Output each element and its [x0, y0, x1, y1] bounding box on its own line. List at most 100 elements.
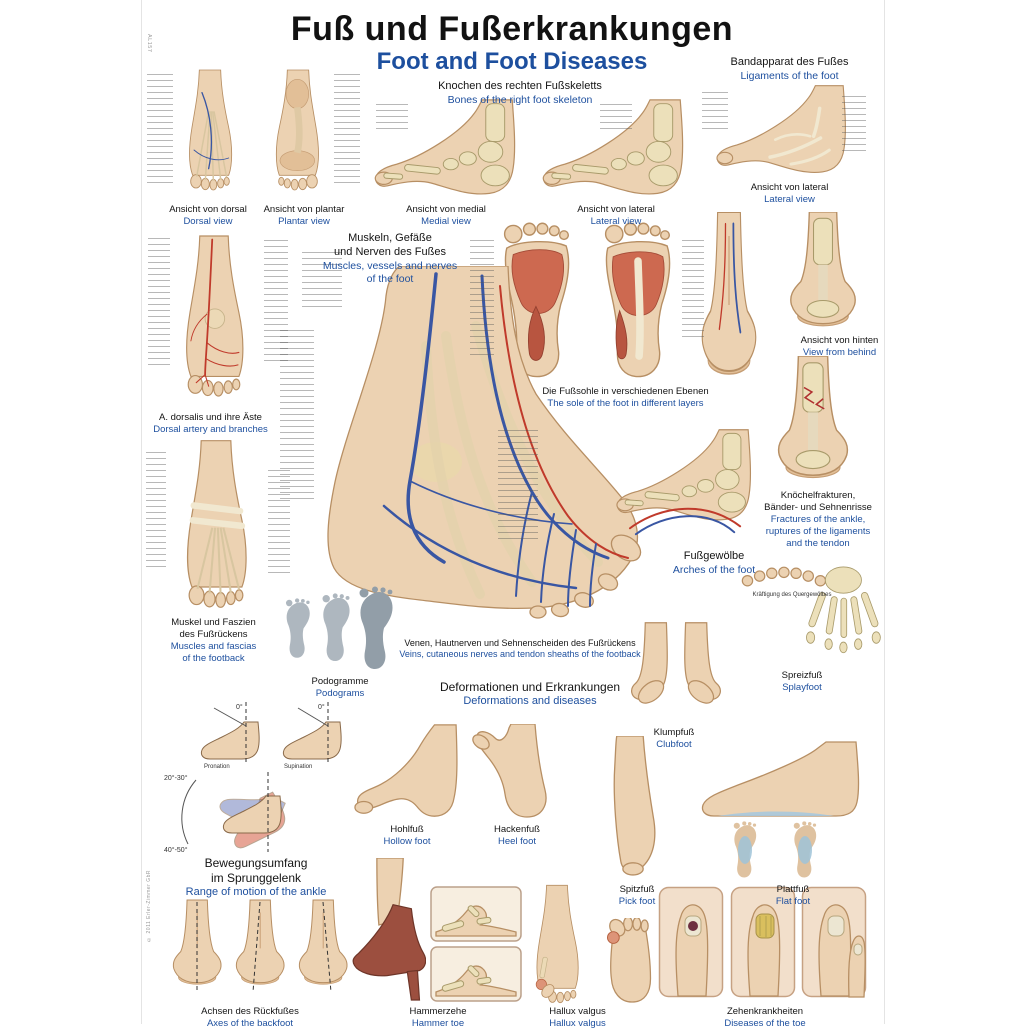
caption-hammer-de: Hammerzehe	[409, 1006, 467, 1017]
poster-left-edge	[141, 0, 142, 1024]
caption-splayfoot-en: Splayfoot	[782, 681, 822, 693]
caption-clubfoot-de: Klumpfuß	[653, 727, 695, 738]
caption-podograms: Podogramme Podograms	[290, 676, 390, 700]
caption-hollow-en: Hollow foot	[383, 835, 431, 847]
caption-fractures-de-2: Bänder- und Sehnenrisse	[764, 501, 872, 513]
header-bones-de: Knochen des rechten Fußskeletts	[438, 80, 602, 92]
fine-print-labels	[280, 330, 314, 500]
figure-foot-arches	[614, 424, 762, 544]
figure-hallux-valgus-detail	[600, 918, 658, 1004]
caption-flat-en: Flat foot	[775, 895, 811, 907]
figure-flat-foot-soles	[712, 820, 862, 880]
poster-title-english: Foot and Foot Diseases	[376, 48, 648, 75]
caption-lateral-view: Ansicht von lateral Lateral view	[566, 204, 666, 228]
caption-fractures-en-3: and the tendon	[786, 537, 850, 549]
caption-fractures-de-1: Knöchelfrakturen,	[780, 490, 856, 501]
caption-lateral-view-de: Ansicht von lateral	[577, 204, 655, 215]
header-veins-en: Veins, cutaneous nerves and tendon sheat…	[399, 649, 641, 660]
caption-rom-de-2: im Sprunggelenk	[210, 871, 302, 885]
figure-large-foot-muscles-vessels-nerves	[288, 266, 648, 646]
caption-dorsal-view-en: Dorsal view	[183, 215, 233, 227]
svg-text:Supination: Supination	[284, 764, 312, 770]
caption-view-behind: Ansicht von hinten View from behind	[782, 335, 897, 359]
caption-hollow-foot: Hohlfuß Hollow foot	[362, 824, 452, 848]
caption-ankle-fractures: Knöchelfrakturen, Bänder- und Sehnenriss…	[748, 490, 888, 549]
header-ligaments: Bandapparat des Fußes Ligaments of the f…	[707, 56, 872, 83]
caption-dorsal-view: Ansicht von dorsal Dorsal view	[160, 204, 256, 228]
caption-fractures-en-1: Fractures of the ankle,	[770, 513, 866, 525]
figure-foot-dorsal-view	[174, 58, 246, 202]
caption-rom-en: Range of motion of the ankle	[185, 886, 327, 898]
figure-splayfoot-bones	[804, 552, 882, 664]
figure-ankle-view-behind	[780, 212, 866, 330]
fine-print-labels	[376, 104, 408, 134]
figure-pick-foot	[588, 736, 674, 878]
header-bones: Knochen des rechten Fußskeletts Bones of…	[405, 80, 635, 107]
caption-footback-en-1: Muscles and fascias	[170, 640, 257, 652]
figure-foot-plantar-view	[262, 58, 334, 202]
caption-plantar-view: Ansicht von plantar Plantar view	[254, 204, 354, 228]
svg-text:Pronation: Pronation	[204, 764, 230, 770]
caption-pick-de: Spitzfuß	[619, 884, 655, 895]
caption-ligaments-lateral-en: Lateral view	[764, 193, 815, 205]
caption-ligaments-lateral-view: Ansicht von lateral Lateral view	[732, 182, 847, 206]
caption-arches: Fußgewölbe Arches of the foot	[650, 550, 778, 577]
figure-rom-flexion-extension: 20°-30° 40°-50°	[162, 768, 354, 856]
caption-clubfoot: Klumpfuß Clubfoot	[628, 727, 720, 751]
caption-pick-en: Pick foot	[618, 895, 656, 907]
caption-heel-foot: Hackenfuß Heel foot	[472, 824, 562, 848]
header-muscles-en-1: Muscles, vessels and nerves	[322, 259, 458, 272]
caption-axes-de: Achsen des Rückfußes	[201, 1006, 299, 1017]
caption-plantar-view-en: Plantar view	[278, 215, 330, 227]
caption-axes-en: Axes of the backfoot	[206, 1017, 294, 1029]
figure-hammer-toe-inset-2	[430, 946, 522, 1002]
caption-clubfoot-en: Clubfoot	[656, 738, 692, 750]
fine-print-labels	[147, 74, 173, 184]
caption-view-behind-de: Ansicht von hinten	[800, 335, 879, 346]
caption-podograms-en: Podograms	[315, 687, 365, 699]
fine-print-labels	[334, 74, 360, 184]
header-muscles-en-2: of the foot	[366, 272, 414, 285]
caption-hammer-toe: Hammerzehe Hammer toe	[388, 1006, 488, 1030]
figure-hallux-valgus-foot	[516, 884, 598, 1004]
figure-heel-foot	[466, 724, 568, 822]
svg-text:20°-30°: 20°-30°	[164, 774, 188, 782]
caption-flat-foot: Plattfuß Flat foot	[748, 884, 838, 908]
caption-medial-view: Ansicht von medial Medial view	[396, 204, 496, 228]
caption-hallux-de: Hallux valgus	[549, 1006, 606, 1017]
header-sole-layers-en: The sole of the foot in different layers	[547, 397, 704, 409]
caption-splayfoot: Spreizfuß Splayfoot	[752, 670, 852, 694]
caption-hallux-valgus: Hallux valgus Hallux valgus	[525, 1006, 630, 1030]
caption-medial-view-en: Medial view	[421, 215, 471, 227]
caption-splayfoot-de: Spreizfuß	[781, 670, 823, 681]
fine-print-labels	[146, 452, 166, 572]
figure-high-heel-shoe	[346, 858, 426, 1002]
caption-hollow-de: Hohlfuß	[390, 824, 424, 835]
caption-rom-de-1: Bewegungsumfang	[204, 856, 308, 870]
figure-hammer-toe-inset-1	[430, 886, 522, 942]
header-muscles-de-2: und Nerven des Fußes	[334, 245, 446, 258]
header-muscles-vessels-nerves: Muskeln, Gefäße und Nerven des Fußes Mus…	[300, 232, 480, 286]
item-code: AL157	[146, 34, 152, 53]
caption-arches-en: Arches of the foot	[672, 563, 756, 576]
svg-text:0°: 0°	[318, 703, 325, 711]
fine-print-labels	[268, 470, 290, 574]
figure-dorsal-artery-foot	[166, 226, 262, 406]
fine-print-labels	[842, 96, 866, 152]
caption-footback-de-2: des Fußrückens	[179, 628, 248, 640]
header-veins-de: Venen, Hautnerven und Sehnenscheiden des…	[404, 638, 636, 648]
figure-rom-pronation-supination: 0° Pronation 0° Supination	[196, 696, 352, 770]
fine-print-labels	[264, 240, 288, 364]
figure-ankle-fracture	[764, 356, 862, 482]
fine-print-labels	[682, 240, 704, 340]
svg-text:0°: 0°	[236, 703, 243, 711]
header-deformations-de: Deformationen und Erkrankungen	[439, 680, 621, 694]
header-veins-footback: Venen, Hautnerven und Sehnenscheiden des…	[370, 638, 670, 661]
note-splayfoot-exercise: Kräftigung des Quergewölbes	[752, 592, 832, 598]
caption-footback-de-1: Muskel und Faszien	[171, 617, 256, 628]
caption-range-of-motion: Bewegungsumfang im Sprunggelenk Range of…	[170, 856, 342, 900]
header-sole-layers-de: Die Fußsohle in verschiedenen Ebenen	[542, 386, 709, 397]
caption-toes-de: Zehenkrankheiten	[726, 1006, 804, 1017]
caption-view-behind-en: View from behind	[802, 346, 877, 358]
